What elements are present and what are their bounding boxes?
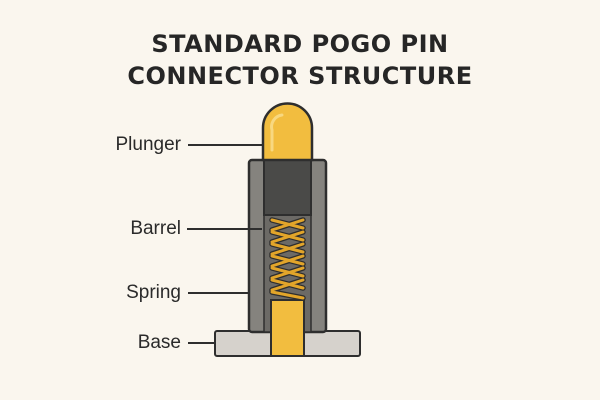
spring-coil-highlight: [270, 218, 305, 300]
title-line-2: CONNECTOR STRUCTURE: [127, 62, 473, 90]
barrel-label: Barrel: [130, 218, 181, 239]
plunger-head-shine: [270, 113, 284, 152]
plunger-shaft: [270, 299, 305, 357]
diagram-title: STANDARD POGO PIN CONNECTOR STRUCTURE: [0, 28, 600, 92]
base-label: Base: [137, 332, 181, 353]
spring-label: Spring: [126, 282, 181, 303]
plunger-head: [261, 102, 314, 162]
title-line-1: STANDARD POGO PIN: [151, 30, 449, 58]
barrel-collar: [263, 159, 312, 216]
plunger-label: Plunger: [115, 134, 182, 155]
